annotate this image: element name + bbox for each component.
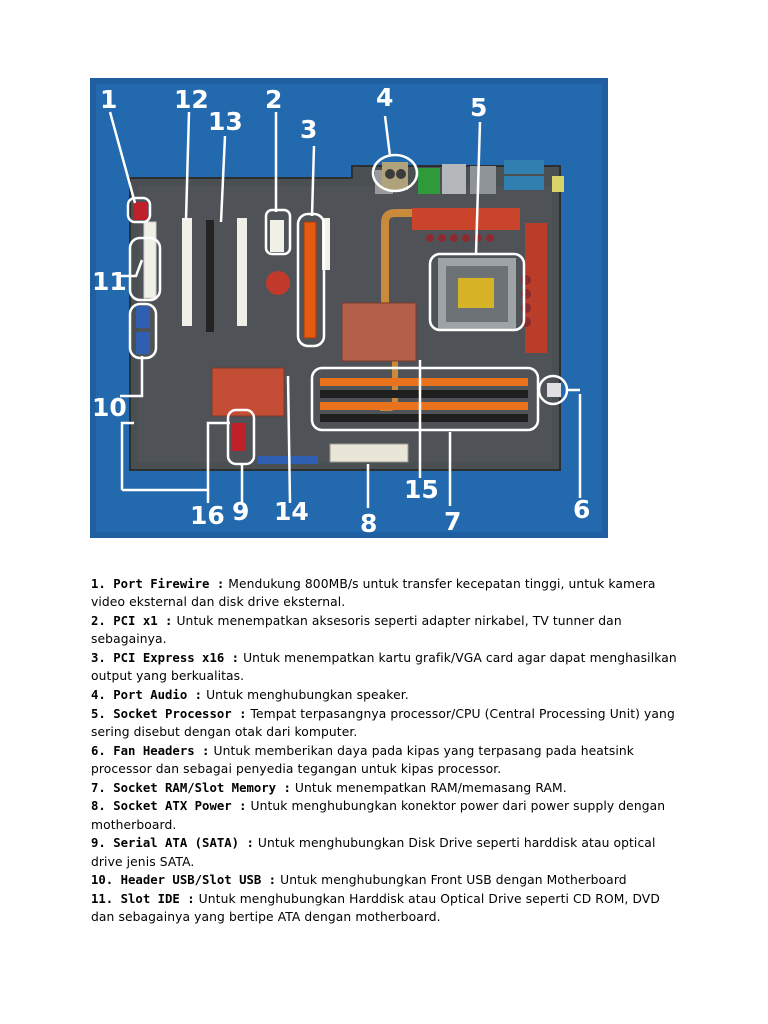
callout-15: 15 [404,475,439,504]
item-term: 3. PCI Express x16 : [91,651,239,665]
item-description: Untuk menghubungkan speaker. [202,688,409,702]
callout-16: 16 [190,501,225,530]
callout-13: 13 [208,107,243,136]
item-description: Untuk menghubungkan Front USB dengan Mot… [276,873,627,887]
fan-header [547,383,561,397]
item-term: 4. Port Audio : [91,688,202,702]
list-item: 9. Serial ATA (SATA) : Untuk menghubungk… [91,834,683,871]
onboard-chip [266,271,290,295]
item-term: 7. Socket RAM/Slot Memory : [91,781,291,795]
item-term: 9. Serial ATA (SATA) : [91,836,254,850]
callout-12: 12 [174,85,209,114]
southbridge-heatsink [212,368,284,416]
motherboard-figure: 1 12 13 2 3 4 5 11 10 16 9 14 8 15 7 6 [90,78,608,538]
item-term: 6. Fan Headers : [91,744,209,758]
pci-express-x16-slot [304,222,316,338]
callout-6: 6 [573,495,590,524]
sata-ports [232,423,246,451]
item-term: 8. Socket ATX Power : [91,799,246,813]
list-item: 8. Socket ATX Power : Untuk menghubungka… [91,797,683,834]
list-item: 2. PCI x1 : Untuk menempatkan aksesoris … [91,612,683,649]
callout-8: 8 [360,509,377,538]
list-item: 5. Socket Processor : Tempat terpasangny… [91,705,683,742]
item-term: 5. Socket Processor : [91,707,246,721]
atx-power-socket [330,444,408,462]
cpu-socket [438,258,516,330]
callout-4: 4 [376,83,393,112]
ide-slot [144,222,156,298]
callout-9: 9 [232,497,249,526]
list-item: 1. Port Firewire : Mendukung 800MB/s unt… [91,575,683,612]
item-term: 11. Slot IDE : [91,892,195,906]
audio-port [382,162,408,190]
list-item: 3. PCI Express x16 : Untuk menempatkan k… [91,649,683,686]
callout-10: 10 [92,393,127,422]
pci-x1-slot [270,220,284,252]
list-item: 7. Socket RAM/Slot Memory : Untuk menemp… [91,779,683,797]
component-description-list: 1. Port Firewire : Mendukung 800MB/s unt… [91,575,683,927]
callout-5: 5 [470,93,487,122]
callout-14: 14 [274,497,309,526]
item-description: Untuk menempatkan RAM/memasang RAM. [291,781,567,795]
callout-11: 11 [92,267,127,296]
item-term: 1. Port Firewire : [91,577,224,591]
callout-1: 1 [100,85,117,114]
bottom-connector [258,456,318,464]
callout-2: 2 [265,85,282,114]
item-term: 10. Header USB/Slot USB : [91,873,276,887]
callout-3: 3 [300,115,317,144]
list-item: 6. Fan Headers : Untuk memberikan daya p… [91,742,683,779]
list-item: 4. Port Audio : Untuk menghubungkan spea… [91,686,683,704]
list-item: 10. Header USB/Slot USB : Untuk menghubu… [91,871,683,889]
list-item: 11. Slot IDE : Untuk menghubungkan Hardd… [91,890,683,927]
callout-7: 7 [444,507,461,536]
northbridge-heatsink [342,303,416,361]
item-term: 2. PCI x1 : [91,614,172,628]
firewire-port [134,202,148,220]
